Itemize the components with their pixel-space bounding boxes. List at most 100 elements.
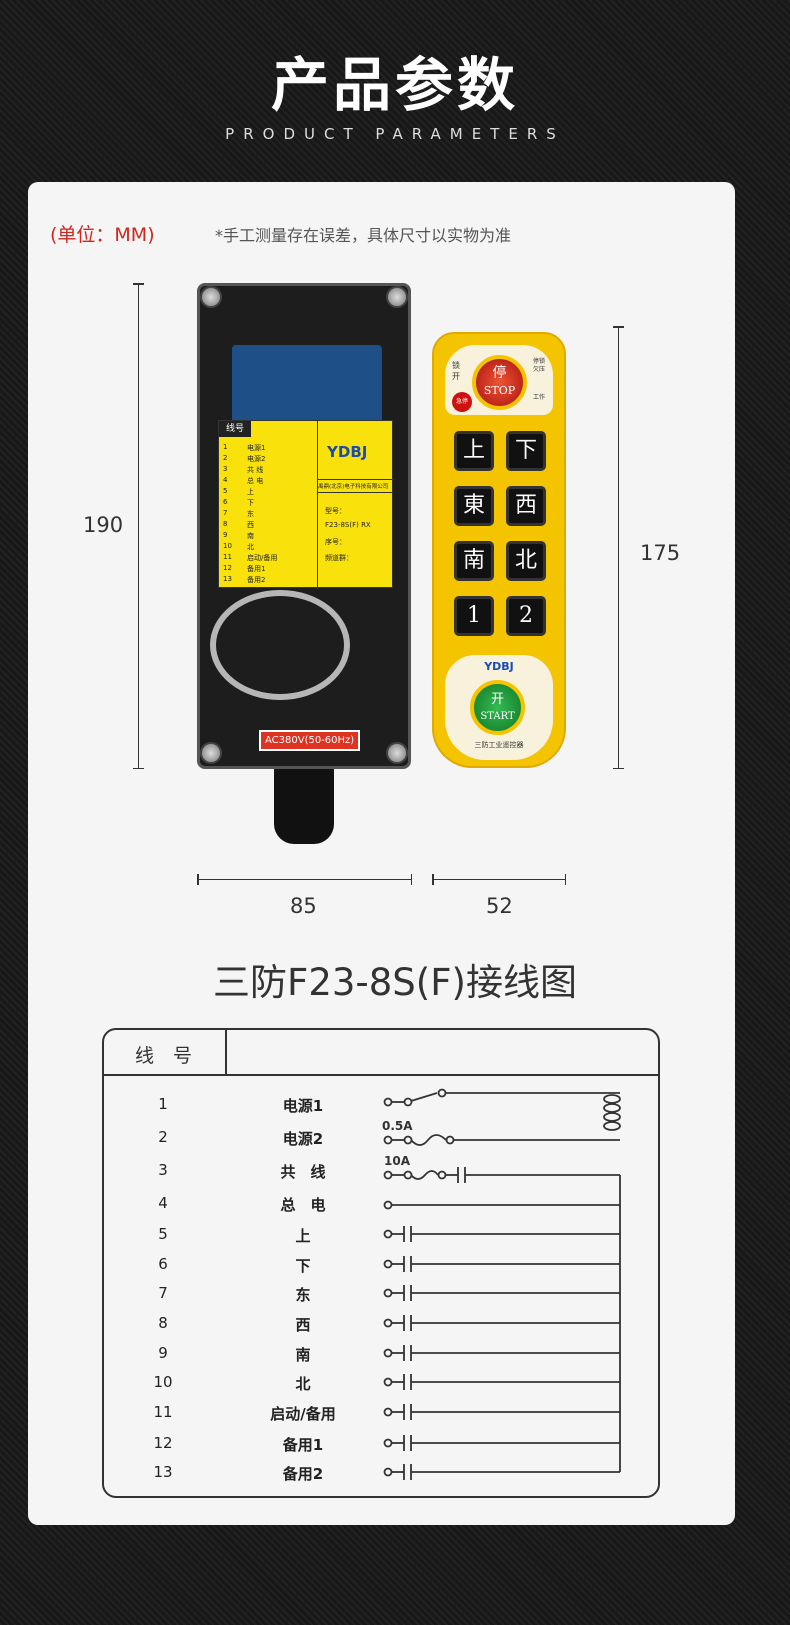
page-subtitle: PRODUCT PARAMETERS — [225, 125, 565, 143]
terminal — [383, 1229, 393, 1239]
terminal — [383, 1135, 393, 1145]
sticker-number: 9 — [223, 531, 228, 539]
unit-label: (单位：MM) — [50, 224, 155, 246]
sticker-number: 5 — [223, 487, 228, 495]
height-dimension-line — [133, 283, 144, 769]
sticker-number: 4 — [223, 476, 228, 484]
wire-number: 3 — [158, 1161, 168, 1179]
terminal — [383, 1467, 393, 1477]
start-text: START — [480, 711, 515, 722]
wire-number: 2 — [158, 1128, 168, 1146]
sticker-label: 电源1 — [247, 444, 266, 452]
wiring-table — [102, 1028, 660, 1498]
start-button[interactable]: 开 START — [470, 680, 525, 735]
terminal — [383, 1377, 393, 1387]
sticker-number: 10 — [223, 542, 232, 550]
remote-key[interactable]: 南 — [454, 541, 494, 581]
remote-key[interactable]: 下 — [506, 431, 546, 471]
wire-label: 西 — [295, 1316, 311, 1334]
terminal — [383, 1438, 393, 1448]
terminal — [383, 1200, 393, 1210]
remote-key[interactable]: 東 — [454, 486, 494, 526]
sticker-label: 南 — [247, 532, 254, 540]
sticker-number: 6 — [223, 498, 228, 506]
table-header-divider — [102, 1074, 660, 1076]
wire-number: 1 — [158, 1095, 168, 1113]
wire-label: 启动/备用 — [270, 1405, 336, 1423]
wire-number: 12 — [153, 1434, 173, 1452]
terminal — [383, 1288, 393, 1298]
wire-number: 5 — [158, 1225, 168, 1243]
terminal — [383, 1097, 393, 1107]
wire-number: 4 — [158, 1194, 168, 1212]
wire-number: 6 — [158, 1255, 168, 1273]
remote-key[interactable]: 北 — [506, 541, 546, 581]
fuse-label-10A: 10A — [384, 1154, 410, 1168]
terminal — [383, 1348, 393, 1358]
sticker-number: 3 — [223, 465, 228, 473]
terminal — [403, 1135, 413, 1145]
start-cn: 开 — [490, 692, 504, 707]
wire-label: 共 线 — [280, 1163, 326, 1181]
sticker-label: 备用2 — [247, 576, 266, 584]
wire-label: 备用1 — [282, 1436, 324, 1454]
fuse-label-0.5A: 0.5A — [382, 1119, 413, 1133]
sticker-label: 电源2 — [247, 455, 266, 463]
coil-icon — [603, 1094, 621, 1104]
wire-label: 上 — [295, 1227, 311, 1245]
terminal — [383, 1407, 393, 1417]
remote-brand: YDBJ — [484, 660, 514, 673]
terminal — [383, 1259, 393, 1269]
circuit-board — [232, 345, 382, 425]
brand-logo: YDBJ — [327, 443, 368, 461]
sticker-row: 1 电源1 — [223, 443, 318, 454]
receiver-width: 85 — [290, 894, 317, 918]
sticker-number: 11 — [223, 553, 232, 561]
remote-key[interactable]: 西 — [506, 486, 546, 526]
terminal — [437, 1170, 447, 1180]
screw-icon — [200, 286, 222, 308]
measurement-note: *手工测量存在误差，具体尺寸以实物为准 — [215, 226, 512, 245]
sticker-number: 1 — [223, 443, 228, 451]
estop-indicator: 急停 — [452, 392, 472, 412]
remote-width: 52 — [486, 894, 513, 918]
remote-key[interactable]: 1 — [454, 596, 494, 636]
sticker-label: 下 — [247, 499, 254, 507]
stop-text: STOP — [483, 384, 516, 397]
company-name: 禹鼎(北京)电子科技有限公司 — [317, 479, 394, 493]
table-header: 线 号 — [134, 1045, 192, 1067]
screw-icon — [200, 742, 222, 764]
wire-number: 10 — [153, 1373, 173, 1391]
coil-icon — [603, 1121, 621, 1131]
voltage-label: AC380V(50-60Hz) — [259, 730, 361, 751]
model-value: F23-8S(F) RX — [325, 521, 371, 529]
wire-number: 9 — [158, 1344, 168, 1362]
coil-icon — [603, 1103, 621, 1113]
screw-icon — [386, 286, 408, 308]
remote-key[interactable]: 上 — [454, 431, 494, 471]
terminal — [383, 1170, 393, 1180]
remote-key[interactable]: 2 — [506, 596, 546, 636]
terminal — [437, 1088, 447, 1098]
remote-width-dimension-line — [432, 874, 566, 885]
wire-label: 电源1 — [282, 1097, 324, 1115]
receiver-height: 190 — [83, 513, 124, 537]
table-column-divider — [225, 1028, 227, 1075]
terminal — [403, 1097, 413, 1107]
sticker-row: 3 共 线 — [223, 465, 318, 476]
switch-blade — [410, 1092, 438, 1102]
lock-label: 锁 — [452, 361, 460, 370]
sticker-label: 上 — [247, 488, 254, 496]
sticker-label: 共 线 — [247, 466, 264, 474]
